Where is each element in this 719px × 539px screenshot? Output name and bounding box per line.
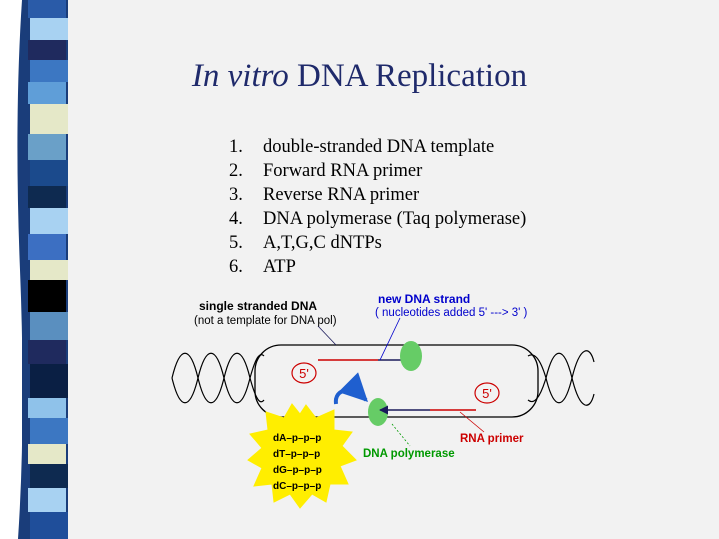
list-item: 3. Reverse RNA primer	[229, 183, 526, 207]
polymerase-leader	[391, 423, 411, 447]
single-stranded-note: (not a template for DNA pol)	[194, 315, 337, 327]
slide-title: In vitro DNA Replication	[0, 58, 719, 95]
top-polymerase-shape	[400, 341, 422, 371]
list-item-number: 6.	[229, 257, 243, 277]
list-item-number: 4.	[229, 209, 243, 229]
rna-primer-leader	[459, 411, 485, 433]
new-strand-title: new DNA strand	[378, 292, 470, 306]
sidebar-stripes	[20, 0, 68, 539]
new-strand-leader	[379, 317, 401, 361]
new-strand-note: ( nucleotides added 5' ---> 3' )	[375, 307, 528, 319]
five-prime-top: 5'	[299, 366, 309, 381]
rna-primer-label: RNA primer	[460, 433, 524, 445]
dntp-starburst	[247, 403, 357, 509]
five-prime-bottom: 5'	[482, 386, 492, 401]
list-item-text: A,T,G,C dNTPs	[263, 233, 382, 253]
list-item: 4. DNA polymerase (Taq polymerase)	[229, 207, 526, 231]
list-item-text: Reverse RNA primer	[263, 185, 420, 205]
left-helix	[171, 352, 265, 404]
single-strand-leader	[317, 325, 337, 346]
dntp-item: dT–p–p–p	[273, 449, 320, 460]
list-item-text: double-stranded DNA template	[263, 137, 495, 157]
dntp-item: dC–p–p–p	[273, 481, 321, 492]
list-item-text: Forward RNA primer	[263, 161, 423, 181]
five-prime-bottom-circle	[474, 382, 500, 404]
dntp-item: dA–p–p–p	[273, 433, 321, 444]
bottom-polymerase-shape	[368, 398, 388, 426]
requirements-list: 1. double-stranded DNA template 2. Forward…	[229, 135, 526, 279]
title-italic: In vitro	[191, 58, 289, 94]
list-item: 6. ATP	[229, 255, 526, 279]
list-item-text: DNA polymerase (Taq polymerase)	[263, 209, 527, 229]
incorporation-arrow	[333, 372, 368, 405]
five-prime-top-circle	[291, 362, 317, 384]
list-item-number: 1.	[229, 137, 243, 157]
single-stranded-title: single stranded DNA	[199, 299, 317, 313]
title-rest: DNA Replication	[288, 58, 528, 94]
list-item: 2. Forward RNA primer	[229, 159, 526, 183]
dna-polymerase-label: DNA polymerase	[363, 448, 455, 460]
replication-bubble	[254, 344, 539, 418]
list-item: 1. double-stranded DNA template	[229, 135, 526, 159]
dntp-item: dG–p–p–p	[273, 465, 322, 476]
decorative-sidebar	[0, 0, 68, 539]
list-item-number: 5.	[229, 233, 243, 253]
list-item-text: ATP	[263, 257, 296, 277]
list-item-number: 2.	[229, 161, 243, 181]
list-item: 5. A,T,G,C dNTPs	[229, 231, 526, 255]
list-item-number: 3.	[229, 185, 243, 205]
